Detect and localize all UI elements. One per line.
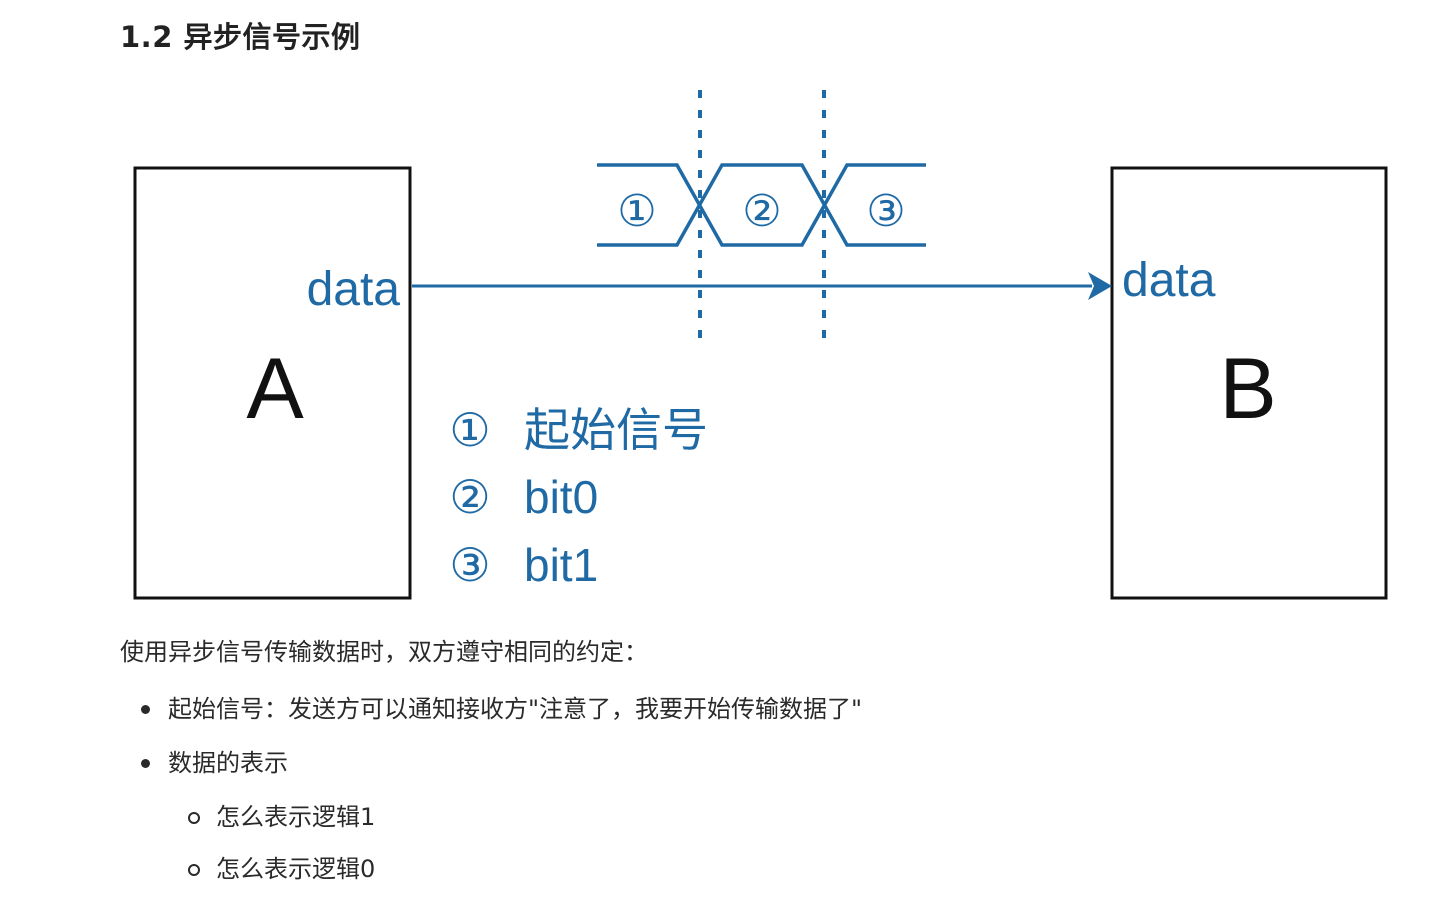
legend-text-start-signal: 起始信号 bbox=[524, 403, 708, 457]
diagram-legend: ① 起始信号 ② bit0 ③ bit1 bbox=[449, 403, 708, 592]
device-b-box bbox=[1110, 166, 1388, 600]
signal-waveform bbox=[597, 163, 926, 247]
bullet-circle-icon bbox=[188, 812, 200, 824]
segment-marker-1: ① bbox=[617, 186, 656, 237]
sub-list-item: 怎么表示逻辑0 bbox=[120, 848, 862, 900]
data-label-right: data bbox=[1122, 254, 1216, 307]
legend-text-bit0: bit0 bbox=[524, 471, 598, 523]
bullet-dot-icon bbox=[141, 705, 150, 714]
device-a-label: A bbox=[246, 341, 304, 437]
data-label-left: data bbox=[307, 263, 401, 316]
sub-list-item: 怎么表示逻辑1 bbox=[120, 796, 862, 848]
device-b-label: B bbox=[1219, 341, 1276, 437]
list-item-text: 数据的表示 bbox=[168, 749, 288, 777]
list-item-text: 起始信号：发送方可以通知接收方"注意了，我要开始传输数据了" bbox=[168, 695, 863, 723]
bullet-dot-icon bbox=[141, 759, 150, 768]
segment-marker-3: ③ bbox=[866, 186, 905, 237]
async-signal-diagram: A data B data ① ② ③ ① 起始信号 ② bit0 ③ bit1 bbox=[133, 90, 1388, 600]
list-item: 数据的表示 bbox=[120, 742, 862, 796]
sub-list: 怎么表示逻辑1 怎么表示逻辑0 bbox=[120, 796, 862, 900]
device-a-box bbox=[133, 166, 412, 600]
arrow-head-icon bbox=[1088, 272, 1112, 300]
convention-list: 起始信号：发送方可以通知接收方"注意了，我要开始传输数据了" 数据的表示 怎么表… bbox=[120, 688, 862, 900]
section-heading: 1.2 异步信号示例 bbox=[120, 20, 361, 54]
sub-list-container: 怎么表示逻辑1 怎么表示逻辑0 bbox=[120, 796, 862, 900]
sub-list-item-text: 怎么表示逻辑1 bbox=[216, 803, 376, 831]
legend-text-bit1: bit1 bbox=[524, 539, 598, 591]
intro-paragraph: 使用异步信号传输数据时，双方遵守相同的约定： bbox=[120, 638, 648, 666]
legend-marker-2: ② bbox=[449, 470, 490, 524]
legend-marker-1: ① bbox=[449, 403, 490, 457]
bullet-circle-icon bbox=[188, 864, 200, 876]
list-item: 起始信号：发送方可以通知接收方"注意了，我要开始传输数据了" bbox=[120, 688, 862, 742]
sub-list-item-text: 怎么表示逻辑0 bbox=[216, 855, 376, 883]
segment-marker-2: ② bbox=[742, 186, 781, 237]
legend-marker-3: ③ bbox=[449, 538, 490, 592]
